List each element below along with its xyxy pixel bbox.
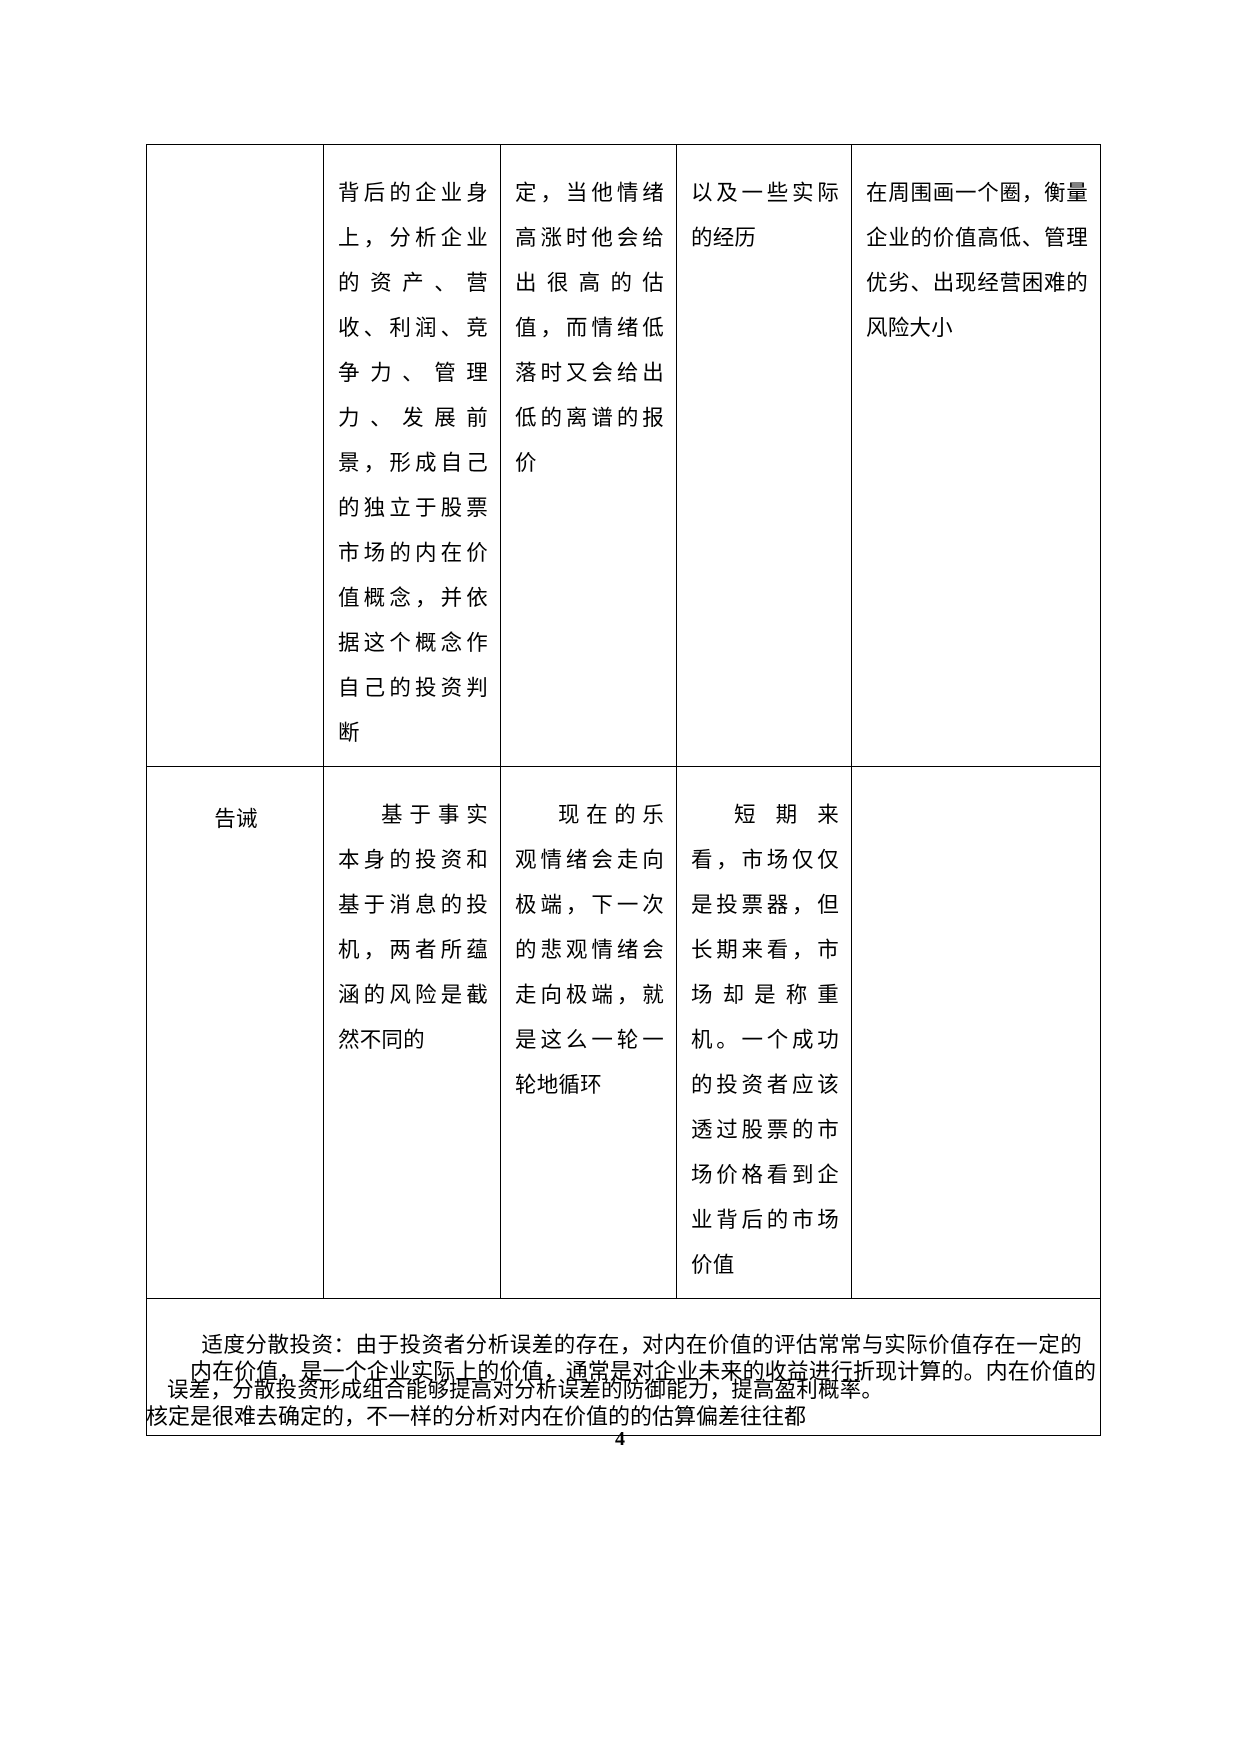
table-cell-note: 适度分散投资：由于投资者分析误差的存在，对内在价值的评估常常与实际价值存在一定的… — [146, 1298, 1101, 1436]
body-paragraph: 内在价值，是一个企业实际上的价值，通常是对企业未来的收益进行折现计算的。内在价值… — [146, 1360, 1096, 1430]
table-cell-r2c4: 短期来看，市场仅仅是投票器，但长期来看，市场却是称重机。一个成功的投资者应该透过… — [676, 766, 852, 1299]
table-cell-text — [147, 145, 323, 185]
table-cell-r1c5: 在周围画一个圈，衡量企业的价值高低、管理优劣、出现经营困难的风险大小 — [851, 144, 1101, 767]
table-cell-r2c5 — [851, 766, 1101, 1299]
table-row-label: 告诫 — [214, 807, 258, 832]
table-cell-text: 背后的企业身上，分析企业的资产、营收、利润、竞争力、管理力、发展前景，形成自己的… — [338, 181, 488, 746]
table-note-text: 适度分散投资：由于投资者分析误差的存在，对内在价值的评估常常与实际价值存在一定的… — [167, 1333, 1082, 1403]
table-cell-r1c1 — [146, 144, 324, 767]
table-cell-r1c2: 背后的企业身上，分析企业的资产、营收、利润、竞争力、管理力、发展前景，形成自己的… — [323, 144, 501, 767]
table-cell-text: 基于事实本身的投资和基于消息的投机，两者所蕴涵的风险是截然不同的 — [338, 803, 488, 1053]
page-number: 4 — [615, 1428, 625, 1450]
table-row: 告诫 基于事实本身的投资和基于消息的投机，两者所蕴涵的风险是截然不同的 现在的乐… — [146, 766, 1101, 1299]
table-row: 背后的企业身上，分析企业的资产、营收、利润、竞争力、管理力、发展前景，形成自己的… — [146, 144, 1101, 767]
table-cell-text: 以及一些实际的经历 — [691, 181, 839, 251]
table-cell-r2c3: 现在的乐观情绪会走向极端，下一次的悲观情绪会走向极端，就是这么一轮一轮地循环 — [500, 766, 677, 1299]
table-cell-r2c2: 基于事实本身的投资和基于消息的投机，两者所蕴涵的风险是截然不同的 — [323, 766, 501, 1299]
table-cell-text: 现在的乐观情绪会走向极端，下一次的悲观情绪会走向极端，就是这么一轮一轮地循环 — [515, 803, 664, 1098]
table-cell-text: 短期来看，市场仅仅是投票器，但长期来看，市场却是称重机。一个成功的投资者应该透过… — [691, 803, 839, 1278]
table-cell-text: 在周围画一个圈，衡量企业的价值高低、管理优劣、出现经营困难的风险大小 — [866, 181, 1088, 341]
table-cell-r1c3: 定，当他情绪高涨时他会给出很高的估值，而情绪低落时又会给出低的离谱的报价 — [500, 144, 677, 767]
table-cell-text: 定，当他情绪高涨时他会给出很高的估值，而情绪低落时又会给出低的离谱的报价 — [515, 181, 664, 476]
comparison-table: 背后的企业身上，分析企业的资产、营收、利润、竞争力、管理力、发展前景，形成自己的… — [146, 144, 1101, 1436]
table-cell-r2c1: 告诫 — [146, 766, 324, 1299]
table-cell-text — [852, 767, 1100, 803]
table-cell-r1c4: 以及一些实际的经历 — [676, 144, 852, 767]
table-note-row: 适度分散投资：由于投资者分析误差的存在，对内在价值的评估常常与实际价值存在一定的… — [146, 1298, 1101, 1436]
